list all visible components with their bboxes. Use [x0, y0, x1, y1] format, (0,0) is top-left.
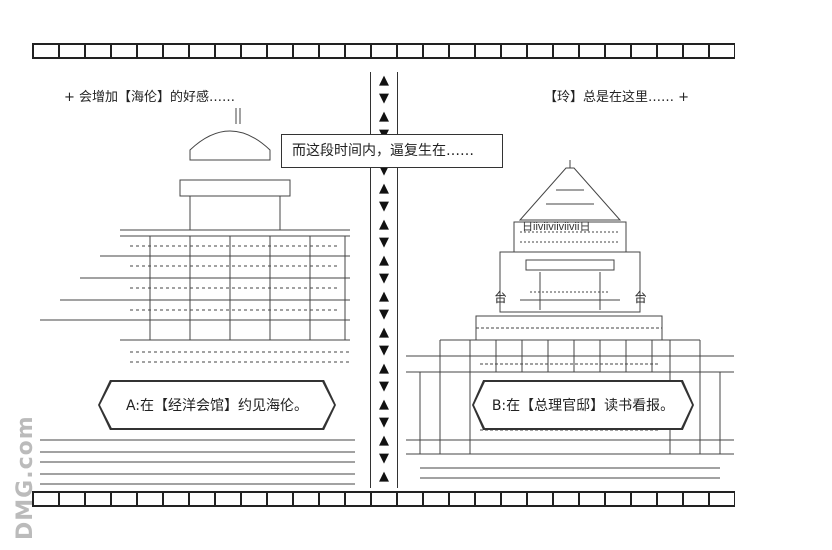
watermark-text: DMG.com [13, 415, 38, 540]
divider-arrow: ▲ [379, 73, 389, 88]
right-tower [499, 160, 641, 313]
divider-arrow: ▼ [379, 343, 389, 358]
choice-b-button[interactable]: B:在【总理官邸】读书看报。 [472, 380, 694, 430]
left-building-body [40, 229, 355, 485]
right-building-columns [495, 340, 653, 372]
left-dome [189, 130, 271, 161]
choice-a-button[interactable]: A:在【经洋会馆】约见海伦。 [98, 380, 336, 430]
film-strip-top [32, 43, 735, 59]
left-tai-label: 台 [494, 290, 507, 305]
narration-box: 而这段时间内，逼复生在…… [281, 134, 503, 168]
divider-arrow: ▲ [379, 361, 389, 376]
right-building-body [406, 315, 734, 479]
divider-arrow: ▲ [379, 109, 389, 124]
divider-arrow: ▲ [379, 217, 389, 232]
divider-arrow: ▲ [379, 181, 389, 196]
left-dome-base [179, 179, 291, 197]
left-caption: + 会增加【海伦】的好感…… [64, 90, 236, 105]
divider-arrow: ▼ [379, 415, 389, 430]
dome-text: 日iiviiviiviivii日 [522, 221, 590, 233]
right-caption: 【玲】总是在这里…… + [544, 90, 690, 105]
divider-arrow: ▼ [379, 199, 389, 214]
choice-a-label: A:在【经洋会馆】约见海伦。 [100, 382, 334, 428]
divider-rail-right [397, 72, 398, 488]
right-tai-label: 台 [634, 290, 647, 305]
right-tower-windows [520, 231, 620, 293]
right-building-colonnade [476, 327, 662, 431]
divider-arrow: ▼ [379, 235, 389, 250]
divider-arrow: ▲ [379, 253, 389, 268]
divider-arrow: ▲ [379, 433, 389, 448]
divider-arrow: ▼ [379, 379, 389, 394]
divider-arrow: ▲ [379, 469, 389, 484]
film-strip-bottom [32, 491, 735, 507]
divider-arrow: ▲ [379, 397, 389, 412]
divider-arrow: ▼ [379, 451, 389, 466]
choice-b-label: B:在【总理官邸】读书看报。 [474, 382, 692, 428]
divider-arrow: ▼ [379, 307, 389, 322]
site-watermark-logo: DMG.com [12, 415, 40, 540]
vertical-divider: ▲ ▼ ▲ ▼ ▲ ▼ ▲ ▼ ▲ ▼ ▲ ▼ ▲ ▼ ▲ ▼ ▲ ▼ ▲ ▼ … [366, 72, 402, 488]
divider-arrow: ▲ [379, 289, 389, 304]
left-building-windows [130, 245, 350, 363]
left-building-columns [149, 196, 346, 340]
divider-arrow: ▼ [379, 163, 389, 178]
divider-arrow: ▼ [379, 271, 389, 286]
divider-arrow: ▲ [379, 325, 389, 340]
divider-arrow: ▼ [379, 91, 389, 106]
divider-rail-left [370, 72, 371, 488]
